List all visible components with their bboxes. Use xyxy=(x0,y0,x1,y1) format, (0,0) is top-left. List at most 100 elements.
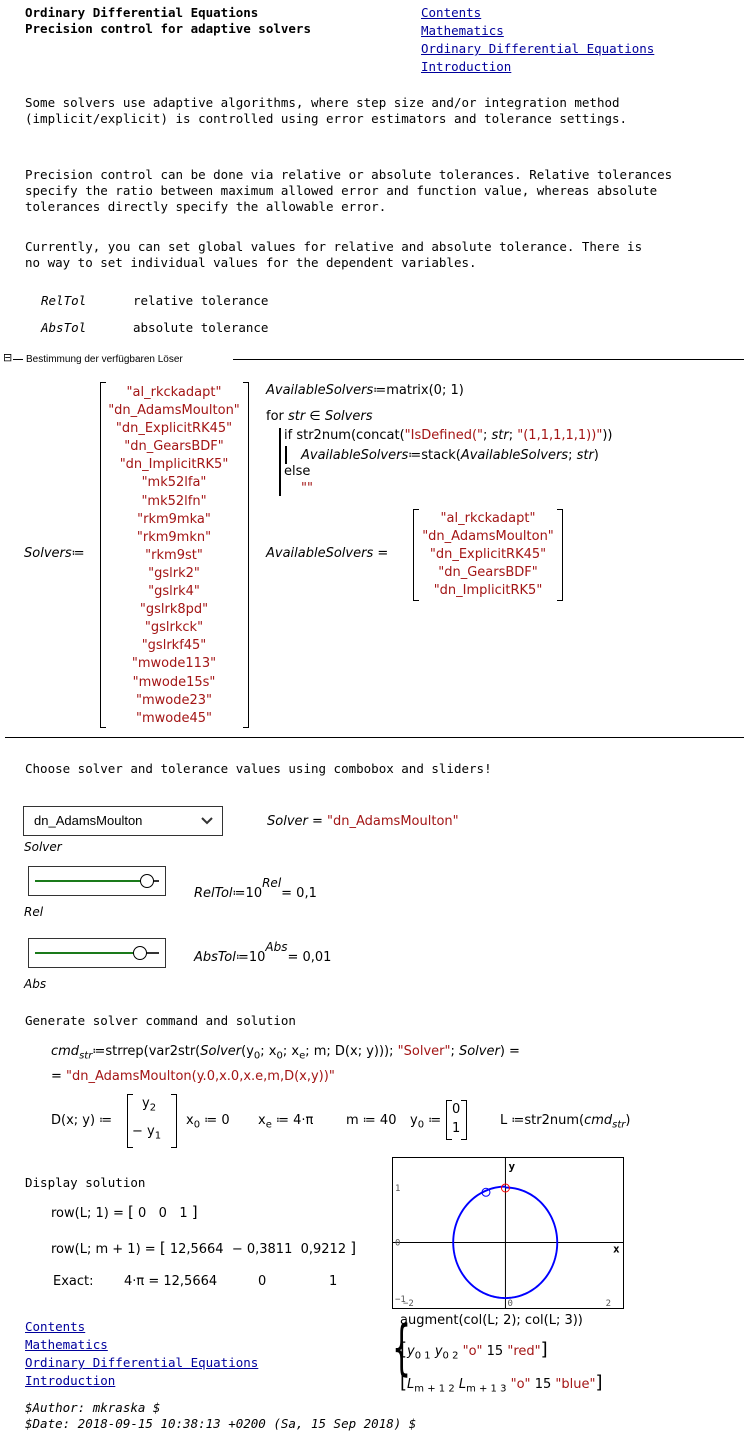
generate-heading: Generate solver command and solution xyxy=(25,1013,296,1028)
exact-expr: 4·π = 12,5664 xyxy=(124,1274,218,1289)
rel-label: Rel xyxy=(24,905,44,919)
intro-text: Currently, you can set global values for… xyxy=(25,239,643,254)
cmd-result: = "dn_AdamsMoulton(y.0,x.0,x.e,m,D(x,y))… xyxy=(51,1069,335,1084)
nav-link-introduction[interactable]: Introduction xyxy=(421,59,512,74)
slider-track-filled xyxy=(35,952,141,954)
L-definition: L ≔str2num(cmdstr) xyxy=(500,1113,631,1131)
prog-line-for: for str ∈ Solvers xyxy=(266,409,373,424)
matrix-cell: "dn_ExplicitRK45" xyxy=(115,421,233,437)
region-divider-top xyxy=(13,359,23,360)
exact-v2: 0 xyxy=(258,1274,267,1289)
x0-definition: x0 ≔ 0 xyxy=(186,1113,230,1131)
matrix-cell: "dn_AdamsMoulton" xyxy=(422,529,554,544)
plot-brace: { xyxy=(392,1313,412,1383)
matrix-cell: "gslrk4" xyxy=(148,584,200,600)
prog-bar-if xyxy=(285,446,287,464)
matrix-cell: "gslrk8pd" xyxy=(139,602,209,618)
y0-value: 1 xyxy=(452,1121,461,1136)
prog-line-if: if str2num(concat("IsDefined("; str; "(1… xyxy=(284,428,613,443)
matrix-bracket-right xyxy=(243,382,249,728)
def-name-abstol: AbsTol xyxy=(41,320,87,335)
start-point-marker xyxy=(500,1183,510,1193)
display-heading: Display solution xyxy=(25,1175,146,1190)
matrix-bracket-right xyxy=(557,509,563,601)
combobox-label: Solver xyxy=(24,840,62,854)
slider-track-filled xyxy=(35,880,147,882)
matrix-bracket-left xyxy=(446,1100,452,1140)
slider-thumb[interactable] xyxy=(139,874,154,888)
available-label: AvailableSolvers = xyxy=(266,546,389,561)
y-axis-label: y xyxy=(508,1160,515,1173)
region-toggle-icon[interactable]: ⊟ xyxy=(3,351,13,364)
matrix-cell: "gslrk2" xyxy=(148,565,200,581)
y-tick-label: 0 xyxy=(395,1239,400,1249)
footer-link-mathematics[interactable]: Mathematics xyxy=(25,1337,108,1352)
footer-link-contents[interactable]: Contents xyxy=(25,1319,86,1334)
solvers-matrix: "al_rkckadapt" "dn_AdamsMoulton" "dn_Expli… xyxy=(104,384,244,728)
matrix-bracket-left xyxy=(413,509,419,601)
matrix-bracket-right xyxy=(171,1094,177,1148)
intro-text: (implicit/explicit) is controlled using … xyxy=(25,111,628,126)
m-definition: m ≔ 40 xyxy=(346,1113,397,1128)
x-tick-label: 2 xyxy=(606,1299,611,1308)
matrix-cell: "mwode113" xyxy=(131,656,217,672)
solver-eq: Solver = "dn_AdamsMoulton" xyxy=(267,814,459,829)
matrix-cell: "dn_GearsBDF" xyxy=(438,565,538,580)
x-axis-label: x xyxy=(613,1243,620,1256)
plot-trace-1: augment(col(L; 2); col(L; 3)) xyxy=(400,1313,583,1328)
matrix-cell: "gslrkf45" xyxy=(141,638,207,654)
matrix-cell: "dn_ExplicitRK45" xyxy=(429,547,547,562)
exact-v3: 1 xyxy=(329,1274,338,1289)
matrix-cell: "dn_AdamsMoulton" xyxy=(108,403,240,419)
region-title: Bestimmung der verfügbaren Löser xyxy=(26,354,183,365)
footer-author: $Author: mkraska $ xyxy=(25,1400,161,1415)
y-tick-label: −1 xyxy=(395,1295,406,1305)
solvers-label: Solvers≔ xyxy=(24,546,85,561)
end-point-marker xyxy=(481,1187,491,1197)
matrix-cell: "dn_ImplicitRK5" xyxy=(433,583,543,598)
slider-thumb[interactable] xyxy=(133,946,148,960)
prog-line-init: AvailableSolvers≔matrix(0; 1) xyxy=(266,383,464,398)
xe-definition: xe ≔ 4·π xyxy=(258,1113,314,1131)
prog-bar-for xyxy=(279,428,281,496)
footer-link-introduction[interactable]: Introduction xyxy=(25,1373,116,1388)
D-bottom: − y1 xyxy=(132,1124,162,1142)
prog-line-assign: AvailableSolvers≔stack(AvailableSolvers;… xyxy=(301,448,599,463)
prog-line-empty: "" xyxy=(301,481,313,496)
matrix-cell: "dn_GearsBDF" xyxy=(124,439,224,455)
region-divider-bottom xyxy=(5,737,744,738)
page-title: Ordinary Differential Equations xyxy=(25,5,259,20)
plot-trace-2: [y0 1 y0 2 "o" 15 "red"] xyxy=(400,1339,548,1362)
intro-text: no way to set individual values for the … xyxy=(25,255,477,270)
nav-link-ode[interactable]: Ordinary Differential Equations xyxy=(421,41,655,56)
matrix-bracket-left xyxy=(127,1094,133,1148)
matrix-cell: "mk52lfn" xyxy=(141,493,207,509)
intro-text: Some solvers use adaptive algorithms, wh… xyxy=(25,95,620,110)
solver-combobox[interactable]: dn_AdamsMoulton xyxy=(23,806,223,836)
intro-text: Precision control can be done via relati… xyxy=(25,167,673,182)
page-subtitle: Precision control for adaptive solvers xyxy=(25,21,311,36)
reltol-eq: RelTol≔10Rel= 0,1 xyxy=(194,876,317,901)
slider-track xyxy=(140,952,159,954)
rel-slider[interactable] xyxy=(28,866,166,896)
matrix-cell: "mk52lfa" xyxy=(141,475,207,491)
abs-slider[interactable] xyxy=(28,938,166,968)
y0-value: 0 xyxy=(452,1102,461,1117)
nav-link-mathematics[interactable]: Mathematics xyxy=(421,23,504,38)
exact-label: Exact: xyxy=(53,1274,94,1289)
available-matrix: "al_rkckadapt""dn_AdamsMoulton""dn_Expli… xyxy=(417,510,559,600)
x-tick-label: −2 xyxy=(403,1299,414,1308)
matrix-cell: "gslrkck" xyxy=(144,620,204,636)
matrix-cell: "mwode45" xyxy=(135,710,212,726)
nav-link-contents[interactable]: Contents xyxy=(421,5,482,20)
D-top: y2 xyxy=(142,1096,157,1114)
intro-text: specify the ratio between maximum allowe… xyxy=(25,183,658,198)
combobox-value: dn_AdamsMoulton xyxy=(34,813,143,828)
matrix-cell: "rkm9mkn" xyxy=(136,529,212,545)
footer-link-ode[interactable]: Ordinary Differential Equations xyxy=(25,1355,259,1370)
def-desc-reltol: relative tolerance xyxy=(133,293,269,308)
abstol-eq: AbsTol≔10Abs= 0,01 xyxy=(194,940,332,965)
matrix-cell: "al_rkckadapt" xyxy=(126,385,222,400)
